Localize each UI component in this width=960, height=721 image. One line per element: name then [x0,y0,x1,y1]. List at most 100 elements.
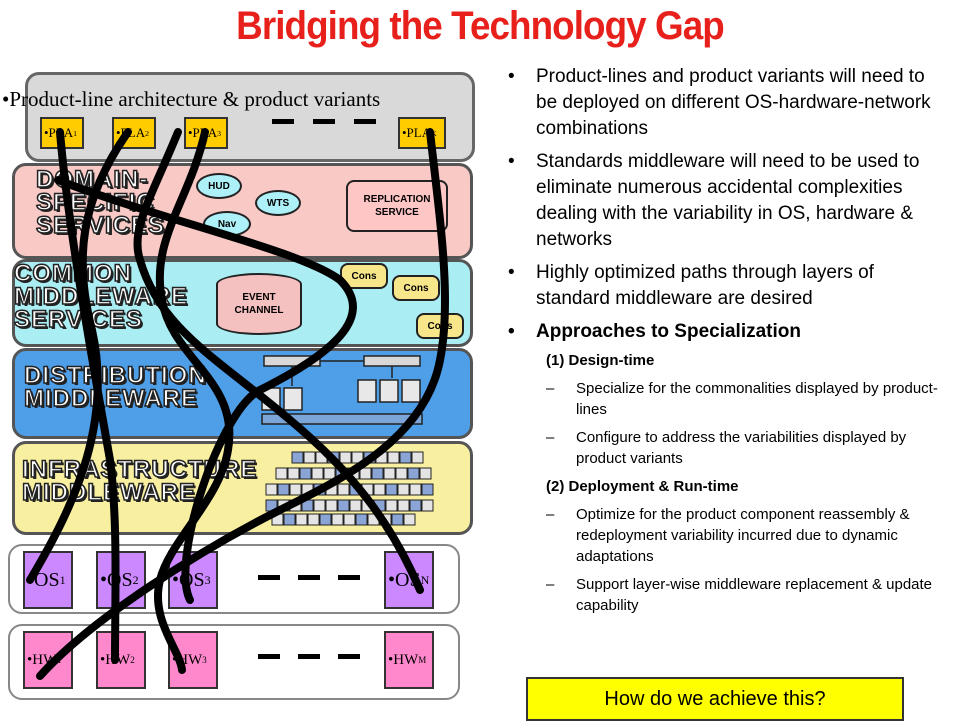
ellipsis-dash [272,119,294,124]
infrastructure-block [311,467,324,480]
infrastructure-block [411,451,424,464]
dash-marker: – [546,506,555,523]
infrastructure-block [319,513,332,526]
infrastructure-block [325,483,338,496]
infrastructure-block [407,467,420,480]
infrastructure-block [391,513,404,526]
event-channel-node: EVENT CHANNEL [216,273,302,335]
infrastructure-block [335,467,348,480]
bullet-marker: • [508,262,515,283]
infrastructure-block [351,451,364,464]
infrastructure-block [339,451,352,464]
ellipsis-dash [298,654,320,659]
infrastructure-block [289,499,302,512]
infrastructure-block [397,499,410,512]
infrastructure-block [303,451,316,464]
infrastructure-block [301,483,314,496]
infrastructure-block [275,467,288,480]
infrastructure-block [313,499,326,512]
infrastructure-block [409,483,422,496]
infrastructure-block [327,451,340,464]
infrastructure-block [387,451,400,464]
infrastructure-block [331,513,344,526]
infrastructure-block [291,451,304,464]
bullet-marker: • [508,66,515,87]
infrastructure-label: INFRASTRUCTURE MIDDLEWARE [21,456,258,506]
infrastructure-block [367,513,380,526]
infrastructure-block [373,499,386,512]
sub-bullet: – Configure to address the variabilities… [546,429,907,467]
infrastructure-block [349,499,362,512]
infrastructure-block [375,451,388,464]
infrastructure-block [371,467,384,480]
bullet-marker: • [508,151,515,172]
bullet-item: • Highly optimized paths through layers … [508,262,874,309]
bullet-marker: • [508,321,515,342]
ellipsis-dash [258,654,280,659]
infrastructure-block [373,483,386,496]
sub-bullet: – Specialize for the commonalities displ… [546,380,938,418]
infrastructure-block [419,467,432,480]
ellipsis-dash [338,575,360,580]
infrastructure-block [363,451,376,464]
page-title: Bridging the Technology Gap [236,4,725,48]
infrastructure-block [421,483,434,496]
distribution-diagram-graphic [261,355,423,425]
infrastructure-block [409,499,422,512]
infrastructure-block [265,499,278,512]
bullet-item: • Product-lines and product variants wil… [508,66,931,139]
ellipsis-dash [354,119,376,124]
infrastructure-block [277,499,290,512]
infrastructure-block [395,467,408,480]
infrastructure-block [355,513,368,526]
dash-marker: – [546,576,555,593]
infrastructure-block [343,513,356,526]
bullet-list: • Product-lines and product variants wil… [508,64,948,623]
nav-node: Nav [203,211,251,237]
infrastructure-block [315,451,328,464]
domain-services-label: DOMAIN- SPECIFIC SERVICES [35,166,165,239]
infrastructure-block [301,499,314,512]
infrastructure-block [283,513,296,526]
sub-bullet: – Support layer-wise middleware replacem… [546,576,933,614]
ellipsis-dash [298,575,320,580]
replication-service-node: REPLICATION SERVICE [346,180,448,232]
infrastructure-block [337,499,350,512]
infrastructure-block [383,467,396,480]
ellipsis-dash [313,119,335,124]
infrastructure-block [399,451,412,464]
sub-heading: (1) Design-time [546,352,655,369]
question-box: How do we achieve this? [526,677,904,721]
architecture-label: •Product-line architecture & product var… [2,87,381,111]
infrastructure-block [313,483,326,496]
infrastructure-block [347,467,360,480]
infrastructure-block [359,467,372,480]
consumer-node-2: Cons [392,275,440,301]
infrastructure-block [289,483,302,496]
infrastructure-block [361,483,374,496]
infrastructure-block [361,499,374,512]
infrastructure-block [287,467,300,480]
ellipsis-dash [258,575,280,580]
infrastructure-block [271,513,284,526]
infrastructure-block [325,499,338,512]
infrastructure-block [323,467,336,480]
infrastructure-block [307,513,320,526]
infrastructure-block [277,483,290,496]
distribution-label: DISTRIBUTION MIDDLEWARE [23,362,207,412]
infrastructure-block [299,467,312,480]
bullet-item: • Standards middleware will need to be u… [508,151,920,250]
infrastructure-block [349,483,362,496]
infrastructure-block [265,483,278,496]
infrastructure-block [385,499,398,512]
infrastructure-block [397,483,410,496]
infrastructure-block [421,499,434,512]
